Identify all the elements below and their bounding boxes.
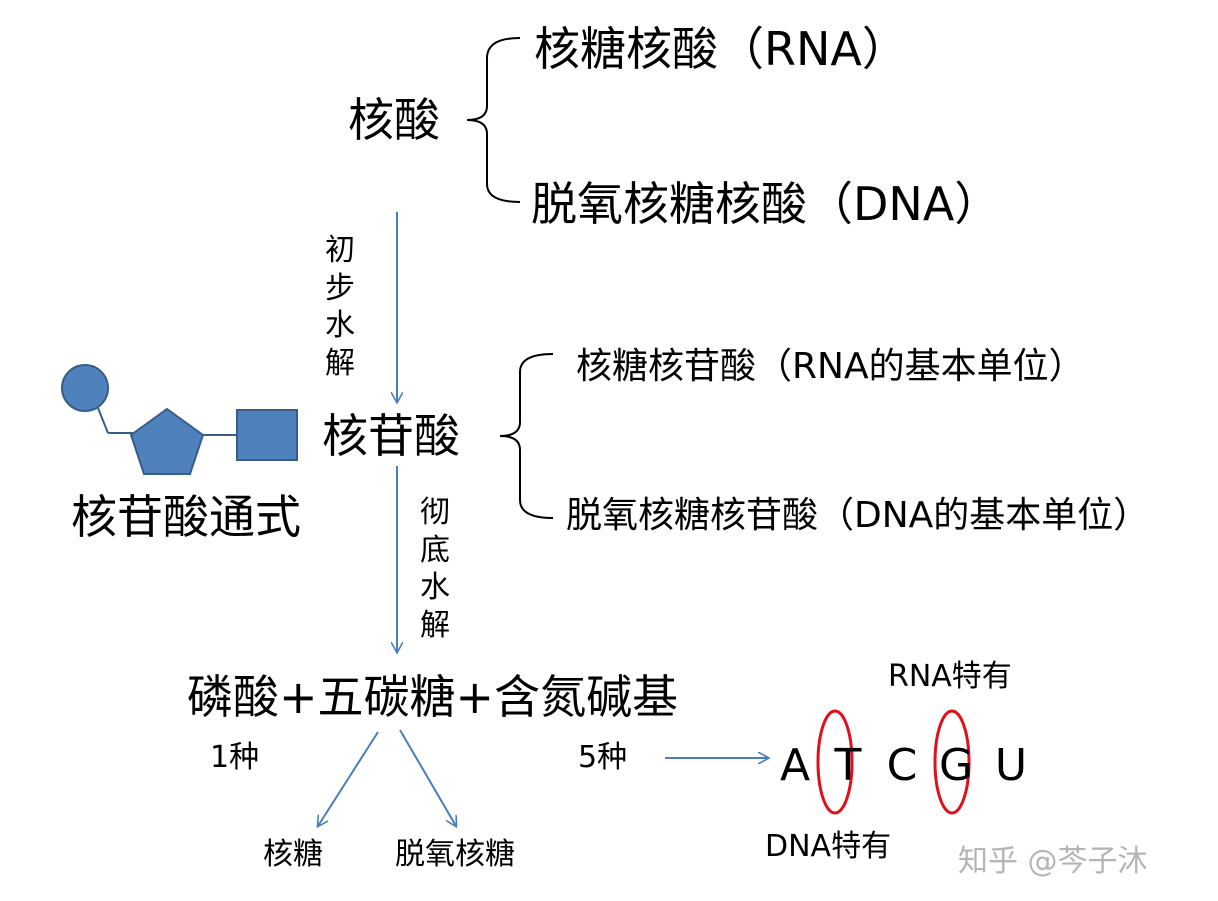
brace-nucleotide <box>499 353 554 519</box>
partial-hydrolysis-label: 初步水解 <box>325 233 355 381</box>
ribose-label: 核糖 <box>263 837 323 872</box>
base-c: C <box>886 740 918 791</box>
nucleotide-formula-label: 核苷酸通式 <box>71 490 301 544</box>
base-letters: A T C G U <box>777 740 1031 791</box>
rna-full-label: 核糖核酸（RNA） <box>534 22 908 76</box>
highlight-t-oval <box>816 709 854 815</box>
phosphate-circle <box>61 364 109 412</box>
brace-nucleic-acid <box>466 37 521 203</box>
base-a: A <box>779 740 811 791</box>
complete-hydrolysis-label: 彻底水解 <box>420 495 450 643</box>
arrow-to-deoxyribose <box>399 729 456 826</box>
five-kinds-label: 5种 <box>578 740 628 775</box>
nucleic-acid-label: 核酸 <box>348 93 440 147</box>
nucleotide-label: 核苷酸 <box>322 409 460 463</box>
rna-specific-label: RNA特有 <box>888 659 1012 694</box>
one-kind-label: 1种 <box>210 740 260 775</box>
base-u: U <box>994 740 1028 791</box>
ribonucleotide-label: 核糖核苷酸（RNA的基本单位） <box>576 346 1085 387</box>
base-square <box>236 409 298 461</box>
base-t: T <box>834 740 862 791</box>
highlight-u-oval <box>933 709 971 815</box>
arrow-to-ribose <box>318 731 379 826</box>
dna-full-label: 脱氧核糖核酸（DNA） <box>531 177 1001 231</box>
watermark: 知乎 @芩子沐 <box>958 844 1148 879</box>
base-g: G <box>938 740 974 791</box>
pentose-pentagon <box>129 407 205 475</box>
deoxyribose-label: 脱氧核糖 <box>395 837 515 872</box>
hydrolysis-products-label: 磷酸+五碳糖+含氮碱基 <box>187 670 679 724</box>
deoxyribonucleotide-label: 脱氧核糖核苷酸（DNA的基本单位） <box>566 495 1150 536</box>
bond-phosphate-sugar <box>97 407 109 434</box>
dna-specific-label: DNA特有 <box>765 829 892 864</box>
